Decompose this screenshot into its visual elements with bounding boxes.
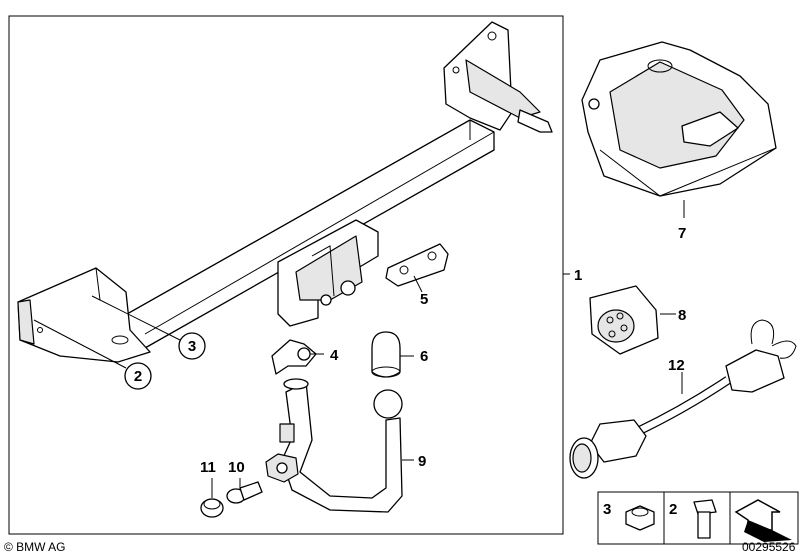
callout-circle-2 xyxy=(124,362,152,390)
callout-2: 2 xyxy=(134,368,142,385)
locking-bolt xyxy=(226,481,263,504)
ball-cap xyxy=(371,331,401,378)
leader-lines xyxy=(33,200,685,498)
callout-4: 4 xyxy=(330,347,339,364)
callout-circle-3 xyxy=(178,332,206,360)
right-mounting-bracket xyxy=(443,21,553,133)
assembly-frame xyxy=(8,15,564,535)
legend-bolt-number: 2 xyxy=(669,501,677,518)
legend-box xyxy=(597,491,799,545)
callout-1: 1 xyxy=(574,267,582,284)
callout-7: 7 xyxy=(678,225,686,242)
nut-icon xyxy=(625,505,655,531)
electrical-socket xyxy=(589,285,659,355)
callout-5: 5 xyxy=(420,291,428,308)
callout-12: 12 xyxy=(668,357,685,374)
callout-10: 10 xyxy=(228,459,245,476)
bolt-icon xyxy=(693,499,717,539)
callout-9: 9 xyxy=(418,453,426,470)
cover-plug xyxy=(200,498,224,518)
left-mounting-bracket xyxy=(17,267,151,363)
callout-6: 6 xyxy=(420,348,428,365)
legend-nut-number: 3 xyxy=(603,501,611,518)
copyright-text: © BMW AG xyxy=(4,540,66,554)
callout-8: 8 xyxy=(678,307,686,324)
bracket-plate xyxy=(385,243,449,287)
arrow-icon xyxy=(734,499,792,542)
storage-tray xyxy=(581,41,777,197)
callout-11: 11 xyxy=(200,459,216,476)
callout-3: 3 xyxy=(188,338,196,355)
tow-ball-neck xyxy=(265,378,403,513)
diagram-number: 00295526 xyxy=(742,540,796,554)
socket-holder xyxy=(277,219,379,327)
adapter-cable xyxy=(569,319,797,479)
clamp xyxy=(271,339,317,375)
hardware-legend xyxy=(597,491,799,545)
